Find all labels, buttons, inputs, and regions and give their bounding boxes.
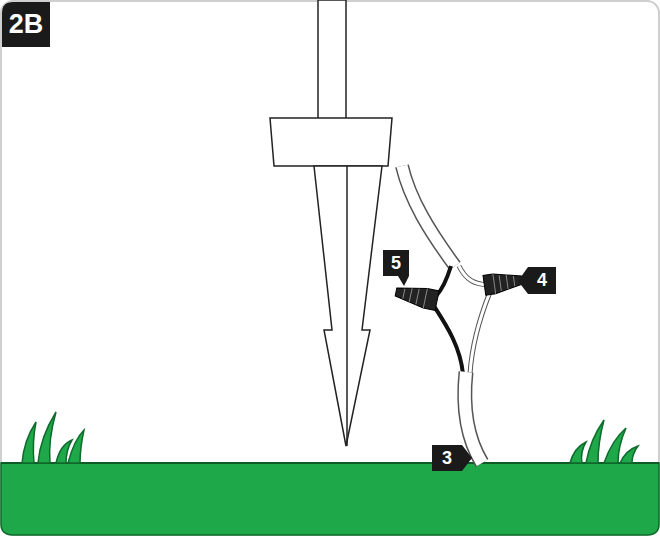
ground	[1, 463, 659, 535]
stake-cap	[270, 118, 392, 166]
callout-box	[383, 250, 409, 286]
title-tab	[2, 2, 50, 47]
black-wire	[432, 303, 463, 374]
white-wire	[470, 292, 490, 374]
callout-number: 3	[432, 445, 462, 471]
callout-box	[432, 445, 472, 471]
wire-connector	[394, 282, 439, 310]
stake-spike	[314, 166, 382, 446]
grass	[22, 412, 638, 463]
callout-number: 5	[383, 250, 409, 276]
cable	[465, 372, 482, 463]
callout-number: 4	[528, 267, 556, 294]
cable	[402, 166, 455, 266]
pole	[318, 0, 346, 120]
wire-connector	[483, 270, 523, 295]
step-title: 2B	[2, 2, 50, 47]
callout-box	[518, 267, 556, 294]
